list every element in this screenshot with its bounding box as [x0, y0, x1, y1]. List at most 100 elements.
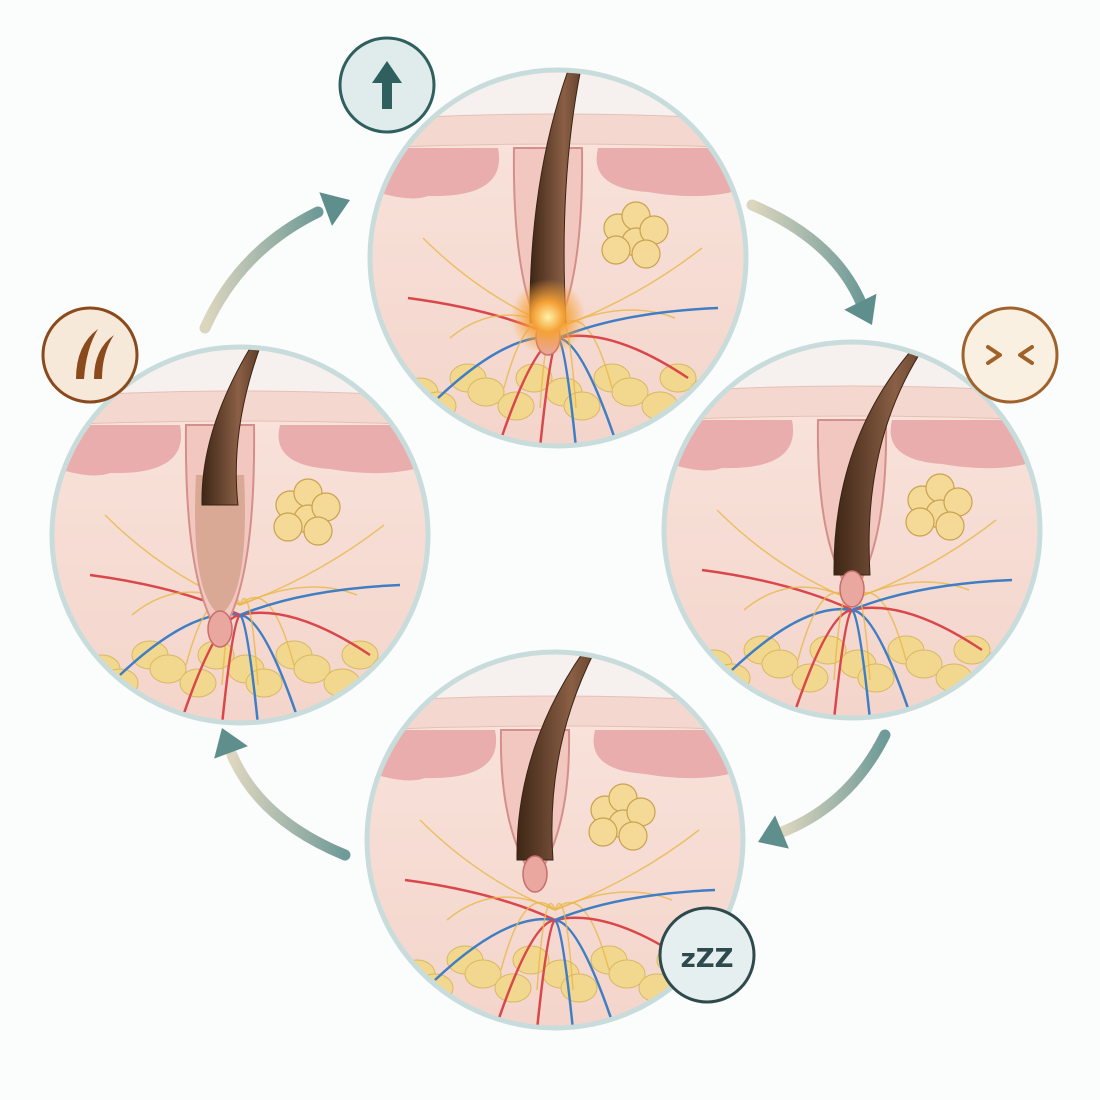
epidermis-left [367, 730, 497, 781]
hair-shaft [201, 347, 276, 506]
arrow-up-icon [372, 61, 402, 109]
fat-cell [293, 654, 331, 684]
epidermis-right [890, 420, 1040, 469]
epidermis-right [593, 730, 743, 779]
nerve [554, 829, 700, 911]
fat-cell [665, 635, 703, 665]
vein [239, 583, 401, 617]
stage-frame [364, 649, 746, 1031]
fat-cell [497, 391, 535, 421]
vein [851, 578, 1013, 612]
fat-cell [983, 649, 1021, 679]
fat-cell [419, 640, 428, 670]
artery [790, 608, 853, 718]
arrowhead-icon [844, 293, 877, 325]
arrowhead-icon [214, 728, 248, 759]
stage-exogen [41, 306, 431, 726]
epidermis-left [52, 425, 182, 476]
vein [554, 888, 716, 922]
sebaceous-gland-lobule [303, 516, 333, 546]
fat-cell [101, 668, 139, 698]
stage-badge [41, 306, 139, 404]
fat-cell [905, 649, 943, 679]
skin-surface [664, 385, 1040, 421]
nerve [239, 598, 259, 686]
fat-cell [371, 654, 409, 684]
sleep-zzz-icon: zZZ [681, 944, 734, 974]
stage-badge [961, 306, 1059, 404]
fat-cell [416, 973, 454, 1003]
badge-circle [41, 306, 139, 404]
fat-cell [419, 391, 457, 421]
stage-frame [661, 339, 1043, 721]
shedding-hairs-icon [76, 329, 114, 379]
vein [554, 919, 577, 1028]
vein [554, 918, 617, 1028]
arrowhead-icon [758, 815, 789, 849]
fat-cell [611, 377, 649, 407]
fat-cell [1031, 635, 1040, 665]
artery [701, 568, 853, 612]
nerve [554, 903, 574, 991]
fat-cell [713, 663, 751, 693]
fat-cell [389, 668, 427, 698]
artery [404, 878, 556, 922]
sebaceous-gland-lobule [601, 235, 631, 265]
fat-cell [608, 959, 646, 989]
arrowhead-icon [319, 192, 350, 226]
fat-cell [467, 377, 505, 407]
fat-cell [953, 635, 991, 665]
nerve [743, 586, 853, 611]
stage-frame [49, 344, 431, 726]
sebaceous-gland-lobule [588, 817, 618, 847]
epidermis-right [278, 425, 428, 474]
fat-cell [1001, 663, 1039, 693]
badge-text: zZZ [681, 944, 734, 974]
cycle-connector-2 [746, 199, 868, 311]
vein [239, 614, 262, 723]
fat-cell [791, 663, 829, 693]
sebaceous-gland-lobule [935, 511, 965, 541]
epidermis-left [370, 148, 500, 199]
hair-shaft [529, 70, 599, 324]
stage-telogen: zZZ [364, 649, 756, 1031]
artery [533, 919, 556, 1028]
vein [851, 609, 874, 718]
cycle-connector-1 [199, 206, 324, 334]
dermal-papilla [522, 855, 548, 893]
compress-arrows-icon [986, 345, 1034, 365]
fat-cell [371, 363, 409, 393]
stage-catagen [661, 306, 1059, 721]
fat-cell [368, 945, 406, 975]
fat-cell [149, 654, 187, 684]
empty-follicle-canal [195, 475, 245, 615]
fat-cell [494, 973, 532, 1003]
artery [239, 611, 371, 657]
nerve [851, 519, 997, 601]
cycle-connector-4 [226, 749, 351, 861]
stage-badge: zZZ [658, 906, 756, 1004]
vein [851, 608, 914, 718]
fat-cell [464, 959, 502, 989]
badge-circle [961, 306, 1059, 404]
hair-shaft [516, 652, 626, 861]
stage-badge [338, 36, 436, 134]
artery [851, 606, 983, 652]
hair-shaft [833, 342, 958, 576]
dermal-papilla [207, 610, 233, 648]
nerve [446, 896, 556, 921]
epidermis-right [596, 148, 746, 197]
artery [218, 614, 241, 723]
stage-frame [367, 67, 749, 449]
bulb-glow [510, 279, 586, 355]
sebaceous-gland-lobule [631, 239, 661, 269]
fat-cell [659, 363, 697, 393]
sebaceous-gland-lobule [905, 507, 935, 537]
vein [239, 613, 302, 723]
stage-anagen [338, 36, 749, 449]
nerve [536, 903, 556, 991]
artery [493, 918, 556, 1028]
nerve [239, 524, 385, 606]
